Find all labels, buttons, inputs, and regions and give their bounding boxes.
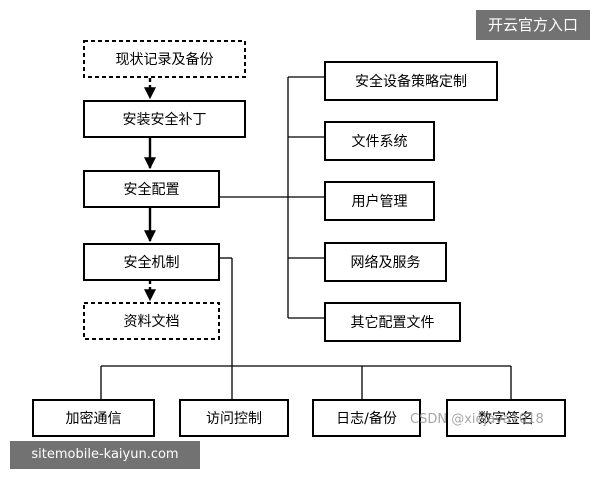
node-security-mechanism-label: 安全机制 bbox=[124, 254, 180, 271]
node-file-system-label: 文件系统 bbox=[352, 134, 408, 150]
csdn-watermark: CSDN @xiejava1018 bbox=[410, 412, 544, 427]
node-documentation-label: 资料文档 bbox=[124, 314, 180, 330]
node-status-record-label: 现状记录及备份 bbox=[116, 51, 214, 68]
node-encrypted-comm-label: 加密通信 bbox=[66, 410, 122, 427]
node-other-config-label: 其它配置文件 bbox=[351, 314, 435, 331]
node-user-management-label: 用户管理 bbox=[352, 193, 408, 210]
node-digital-signature: 数字签名 bbox=[446, 399, 566, 437]
node-log-backup: 日志/备份 bbox=[312, 399, 421, 437]
node-device-policy-label: 安全设备策略定制 bbox=[355, 73, 467, 90]
node-network-service-label: 网络及服务 bbox=[351, 255, 421, 271]
node-install-patch-label: 安装安全补丁 bbox=[123, 111, 207, 128]
top-watermark-badge: 开云官方入口 bbox=[476, 10, 590, 40]
node-security-config-label: 安全配置 bbox=[124, 181, 180, 198]
node-security-config: 安全配置 bbox=[83, 170, 220, 208]
node-file-system: 文件系统 bbox=[324, 121, 435, 161]
node-access-control: 访问控制 bbox=[179, 399, 289, 437]
node-access-control-label: 访问控制 bbox=[206, 411, 262, 427]
bottom-watermark-badge: sitemobile-kaiyun.com bbox=[10, 441, 200, 469]
node-documentation: 资料文档 bbox=[83, 302, 220, 340]
node-network-service: 网络及服务 bbox=[324, 242, 447, 282]
node-digital-signature-label: 数字签名 bbox=[478, 410, 534, 427]
node-user-management: 用户管理 bbox=[324, 181, 435, 221]
node-security-mechanism: 安全机制 bbox=[83, 243, 220, 281]
node-encrypted-comm: 加密通信 bbox=[32, 399, 155, 437]
node-other-config: 其它配置文件 bbox=[324, 302, 461, 342]
node-status-record: 现状记录及备份 bbox=[83, 40, 246, 78]
node-install-patch: 安装安全补丁 bbox=[83, 100, 246, 138]
node-log-backup-label: 日志/备份 bbox=[336, 410, 397, 427]
node-device-policy: 安全设备策略定制 bbox=[324, 61, 498, 101]
